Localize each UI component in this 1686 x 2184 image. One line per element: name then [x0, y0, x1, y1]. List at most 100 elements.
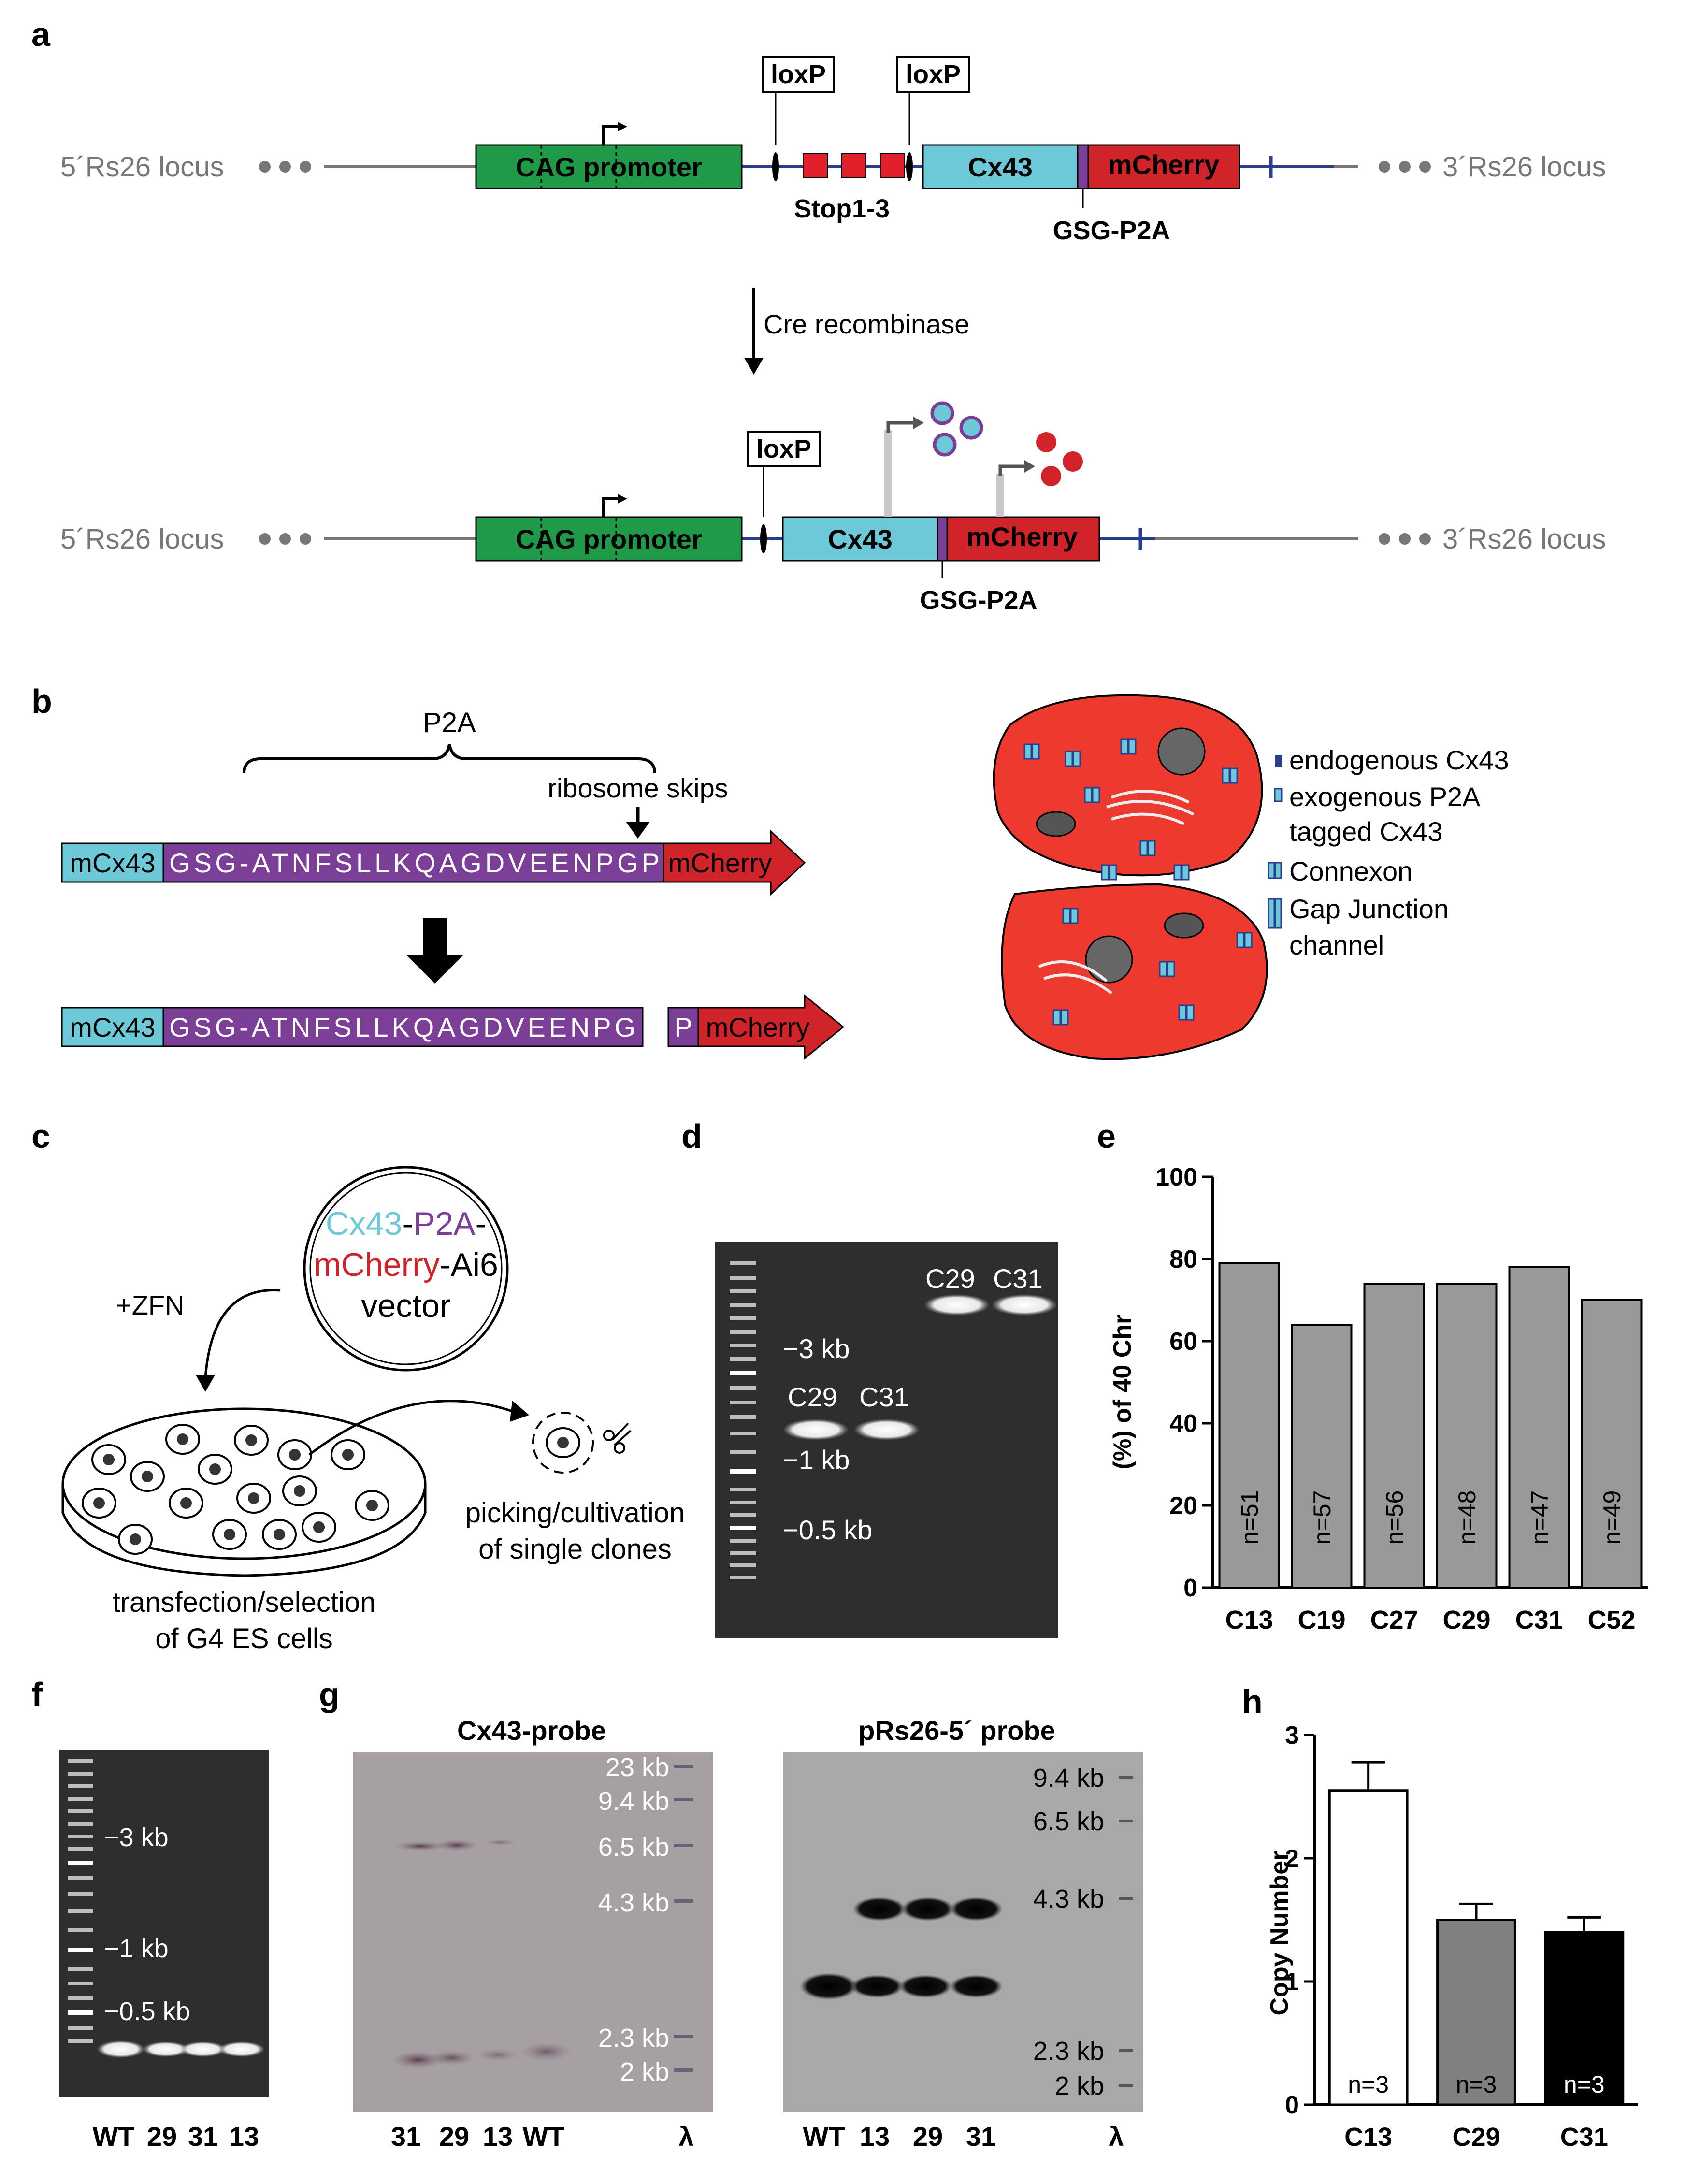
blot-right-lane-lambda: λ — [1109, 2121, 1124, 2152]
panel-label-e: e — [1097, 1117, 1116, 1155]
panel-label-c: c — [31, 1117, 50, 1155]
blot-left-lane-29: 29 — [439, 2121, 469, 2152]
blot-right-marker-2: 2 kb — [1055, 2071, 1104, 2100]
loxp-1-label: loxP — [771, 60, 826, 89]
legend-endogenous: endogenous Cx43 — [1289, 745, 1509, 775]
legend-connexon: Connexon — [1289, 856, 1412, 886]
chart-h-ytick-label: 2 — [1285, 1845, 1299, 1873]
legend-gap-junction: Gap Junction — [1289, 894, 1449, 924]
blot-right-marker-23: 2.3 kb — [1033, 2037, 1104, 2066]
seq-full: GSG-ATNFSLLKQAGDVEENPGP — [169, 848, 660, 878]
gsg-p2a-label-2: GSG-P2A — [920, 586, 1037, 615]
transfection-line1: transfection/selection — [113, 1587, 376, 1618]
loxp-2-label: loxP — [906, 60, 961, 89]
locus-right-label: 3´Rs26 locus — [1442, 151, 1606, 183]
legend-tagged: tagged Cx43 — [1289, 816, 1443, 847]
chart-h-ylabel: Copy Number — [1266, 1851, 1294, 2016]
seq-cut: GSG-ATNFSLLKQAGDVEENPG — [169, 1012, 635, 1042]
chart-h-count-label: n=3 — [1564, 2071, 1605, 2098]
gel-f-lane-13: 13 — [229, 2121, 259, 2152]
blot-left-marker-94: 9.4 kb — [598, 1787, 669, 1816]
chart-e-bar — [1291, 1324, 1353, 1589]
chart-e-bar — [1218, 1262, 1280, 1589]
picking-line2: of single clones — [478, 1533, 672, 1565]
blot-left-marker-2: 2 kb — [620, 2057, 669, 2086]
chart-e-xtick-label: C19 — [1297, 1605, 1345, 1634]
blot-left-marker-23b: 2.3 kb — [598, 2024, 669, 2053]
gel-d-band-c29-low: C29 — [788, 1382, 837, 1412]
chart-h-ytick-label: 3 — [1285, 1721, 1299, 1750]
panel-label-h: h — [1242, 1683, 1263, 1721]
chart-e-bar — [1363, 1283, 1425, 1589]
chart-h-count-label: n=3 — [1348, 2071, 1389, 2098]
panel-d-gel: −3 kb −1 kb −0.5 kb C29 C31 C29 C31 — [715, 1242, 1058, 1638]
vector-mcherry: mCherry — [314, 1246, 440, 1283]
panel-b: P2A ribosome skips mCx43 GSG-ATNFSLLKQAG… — [61, 694, 1509, 1060]
gel-f-lane-31: 31 — [188, 2121, 218, 2152]
legend-exogenous: exogenous P2A — [1289, 781, 1481, 812]
locus-right-label-2: 3´Rs26 locus — [1442, 523, 1606, 555]
ladder-d — [730, 1261, 756, 1579]
gel-d-marker-05kb: −0.5 kb — [783, 1515, 872, 1545]
vector-word: vector — [361, 1287, 450, 1324]
tss-arrow-icon — [602, 125, 619, 145]
gel-f-lane-29: 29 — [147, 2121, 177, 2152]
blot-right-marker-43: 4.3 kb — [1033, 1884, 1104, 1913]
blot-right-lane-29: 29 — [913, 2121, 943, 2152]
panel-label-g: g — [319, 1676, 340, 1713]
blot-left-lane-lambda: λ — [678, 2121, 693, 2152]
blot-right-marker-65: 6.5 kb — [1033, 1807, 1104, 1836]
chart-e-count-label: n=56 — [1381, 1490, 1408, 1545]
panel-label-d: d — [681, 1117, 702, 1155]
svg-text:Cx43-P2A-: Cx43-P2A- — [326, 1205, 487, 1242]
blot-left-marker-65: 6.5 kb — [598, 1833, 669, 1862]
panel-label-f: f — [31, 1676, 43, 1713]
locus-left-label-2: 5´Rs26 locus — [60, 523, 224, 555]
blot-left-title: Cx43-probe — [457, 1715, 606, 1746]
gel-d-band-c31-high: C31 — [993, 1263, 1043, 1294]
chart-e-xtick-label: C27 — [1370, 1605, 1418, 1634]
legend-channel: channel — [1289, 930, 1384, 960]
panel-label-a: a — [31, 15, 51, 53]
blot-right-lane-13: 13 — [860, 2121, 890, 2152]
construct-unrecombined: 5´Rs26 locus 3´Rs26 locus CAG promoter l… — [60, 56, 1606, 245]
mcherry-label: mCherry — [1108, 149, 1219, 180]
gel-d-marker-1kb: −1 kb — [783, 1445, 850, 1475]
chart-e-count-label: n=51 — [1236, 1490, 1263, 1545]
chart-e-bar — [1508, 1266, 1570, 1589]
chart-e-count-label: n=49 — [1599, 1490, 1626, 1545]
cag-promoter-label-2: CAG promoter — [516, 524, 702, 554]
chart-h-bar — [1544, 1931, 1625, 2106]
cag-promoter-label: CAG promoter — [516, 152, 702, 182]
mcx43-label: mCx43 — [70, 848, 155, 878]
chart-e-xtick-label: C31 — [1515, 1605, 1563, 1634]
blot-left-marker-23: 23 kb — [605, 1753, 669, 1782]
blot-left-lane-13: 13 — [483, 2121, 513, 2152]
gel-d-marker-3kb: −3 kb — [783, 1333, 850, 1364]
vector-cx43: Cx43 — [326, 1205, 403, 1242]
picking-line1: picking/cultivation — [465, 1497, 685, 1529]
p-residue: P — [674, 1012, 692, 1042]
chart-e-xtick-label: C13 — [1225, 1605, 1273, 1634]
blot-left-lane-wt: WT — [522, 2121, 564, 2152]
chart-h-xtick-label: C31 — [1560, 2123, 1608, 2152]
gel-f-lane-wt: WT — [92, 2121, 134, 2152]
zfn-label: +ZFN — [116, 1290, 185, 1320]
panel-a: 5´Rs26 locus 3´Rs26 locus CAG promoter l… — [60, 56, 1606, 615]
gsg-p2a-label: GSG-P2A — [1052, 216, 1170, 245]
mcherry-b-label-2: mCherry — [706, 1012, 810, 1042]
chart-e-xtick-label: C29 — [1442, 1605, 1490, 1634]
panel-e-chart: 020406080100C13n=51C19n=57C27n=56C29n=48… — [1109, 1163, 1648, 1634]
mcx43-label-2: mCx43 — [70, 1012, 155, 1042]
blot-left-lane-31: 31 — [391, 2121, 421, 2152]
panel-c: Cx43-P2A- mCherry-Ai6 vector +ZFN — [61, 1166, 685, 1654]
loxp-3-label: loxP — [756, 434, 811, 463]
chart-e-ytick-label: 80 — [1169, 1245, 1197, 1273]
chart-h-xtick-label: C13 — [1344, 2123, 1392, 2152]
cx43-label: Cx43 — [968, 152, 1033, 182]
chart-e-bar — [1581, 1299, 1643, 1589]
chart-e-bar — [1436, 1283, 1498, 1589]
